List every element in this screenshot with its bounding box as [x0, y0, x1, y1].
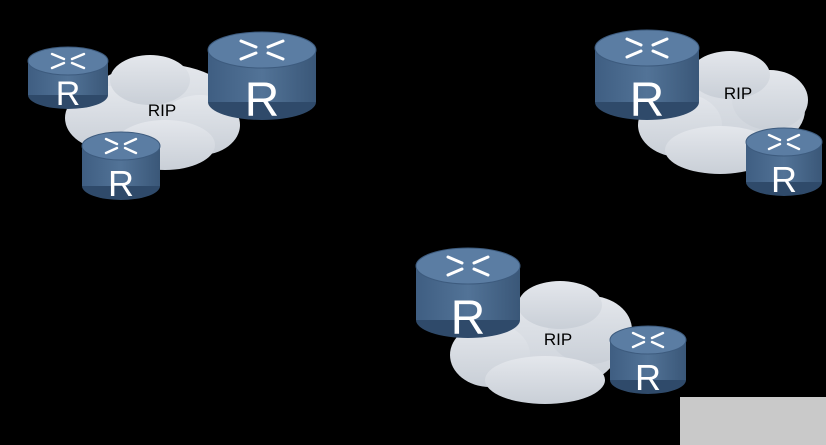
corner-box — [680, 397, 826, 445]
router-icon: R — [81, 131, 161, 204]
rip-domain-1: RIP R R — [27, 31, 317, 204]
rip-domain-3: RIP R R — [415, 247, 687, 404]
router-letter: R — [451, 292, 486, 345]
router-icon: R — [609, 325, 687, 398]
router-letter: R — [630, 74, 665, 127]
rip-label-3: RIP — [544, 330, 572, 349]
router-letter: R — [245, 74, 280, 127]
rip-domain-2: RIP R R — [594, 29, 823, 200]
router-letter: R — [56, 75, 81, 113]
rip-label-1: RIP — [148, 101, 176, 120]
router-icon: R — [27, 46, 109, 113]
router-letter: R — [635, 357, 661, 398]
router-icon: R — [415, 247, 521, 345]
router-letter: R — [108, 163, 134, 204]
rip-label-2: RIP — [724, 84, 752, 103]
router-icon: R — [594, 29, 700, 127]
router-icon: R — [207, 31, 317, 127]
router-letter: R — [771, 159, 797, 200]
router-icon: R — [745, 127, 823, 200]
